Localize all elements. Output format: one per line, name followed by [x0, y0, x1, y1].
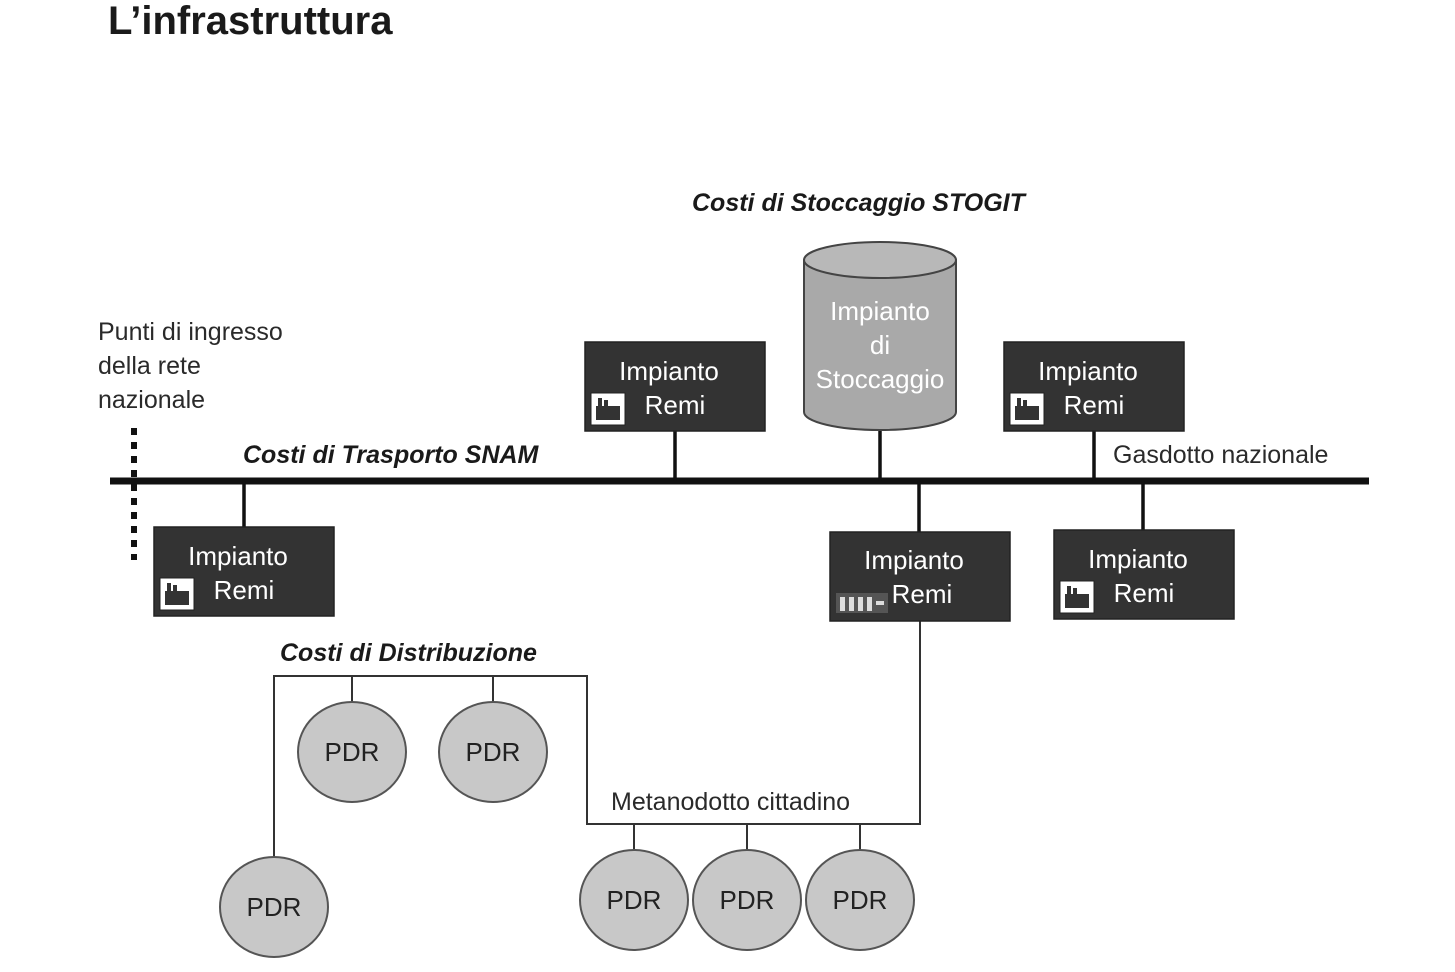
remi-label-line2: Remi	[645, 390, 706, 420]
label-stoccaggio-costs: Costi di Stoccaggio STOGIT	[692, 189, 1028, 217]
remi-label-line1: Impianto	[1088, 544, 1188, 574]
pipeline-connectors	[242, 428, 1145, 532]
label-metanodotto: Metanodotto cittadino	[611, 788, 850, 816]
entry-points-line3: nazionale	[98, 386, 205, 414]
pdr-node-3: PDR	[219, 856, 329, 958]
entry-points-line2: della rete	[98, 352, 201, 380]
label-gasdotto: Gasdotto nazionale	[1113, 441, 1328, 469]
pdr-node-6: PDR	[805, 849, 915, 951]
distribution-network	[273, 620, 921, 858]
storage-line3: Stoccaggio	[816, 364, 945, 394]
pdr-node-1: PDR	[297, 701, 407, 803]
remi-label-line1: Impianto	[1038, 356, 1138, 386]
pdr-node-5: PDR	[692, 849, 802, 951]
pdr-label: PDR	[325, 737, 380, 767]
remi-label-line2: Remi	[1064, 390, 1125, 420]
factory-icon	[836, 593, 888, 613]
remi-label-line2: Remi	[892, 579, 953, 609]
remi-box-top-right: Impianto Remi	[1003, 341, 1185, 432]
label-trasporto-costs: Costi di Trasporto SNAM	[243, 441, 540, 469]
remi-label-line2: Remi	[1114, 578, 1175, 608]
remi-box-bottom-center: Impianto Remi	[829, 531, 1011, 622]
remi-label-line1: Impianto	[619, 356, 719, 386]
remi-box-bottom-right: Impianto Remi	[1053, 529, 1235, 620]
storage-cylinder: Impianto di Stoccaggio	[803, 241, 957, 431]
factory-icon	[1059, 580, 1095, 614]
pdr-label: PDR	[833, 885, 888, 915]
storage-line2: di	[870, 330, 890, 360]
pdr-label: PDR	[720, 885, 775, 915]
remi-box-top-left: Impianto Remi	[584, 341, 766, 432]
entry-points-line1: Punti di ingresso	[98, 318, 283, 346]
remi-box-bottom-left: Impianto Remi	[153, 526, 335, 617]
pdr-node-4: PDR	[579, 849, 689, 951]
remi-label-line2: Remi	[214, 575, 275, 605]
pdr-node-2: PDR	[438, 701, 548, 803]
factory-icon	[590, 392, 626, 426]
metanodotto-line	[273, 620, 921, 858]
label-distribuzione-costs: Costi di Distribuzione	[280, 639, 537, 667]
remi-label-line1: Impianto	[864, 545, 964, 575]
label-entry-points: Punti di ingresso della rete nazionale	[98, 318, 283, 414]
page-title: L’infrastruttura	[108, 0, 393, 43]
pdr-label: PDR	[607, 885, 662, 915]
factory-icon	[159, 577, 195, 611]
remi-label-line1: Impianto	[188, 541, 288, 571]
factory-icon	[1009, 392, 1045, 426]
pdr-label: PDR	[466, 737, 521, 767]
storage-line1: Impianto	[830, 296, 930, 326]
pdr-label: PDR	[247, 892, 302, 922]
